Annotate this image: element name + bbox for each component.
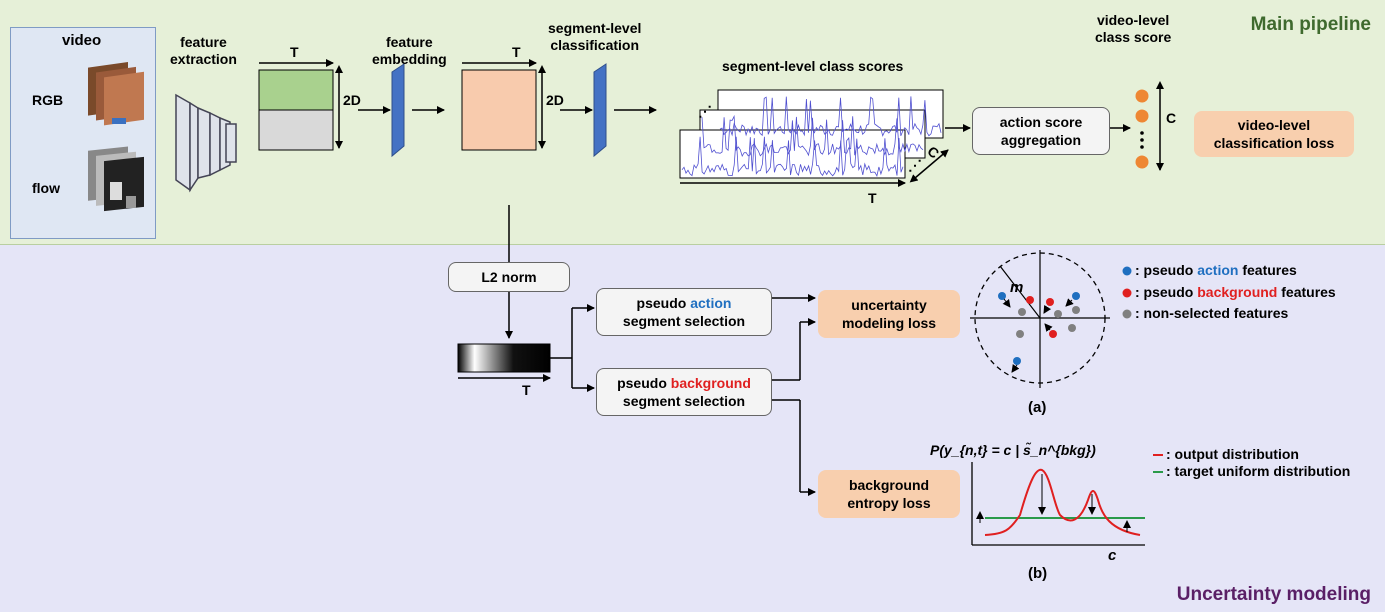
figure-a-caption: (a): [1028, 399, 1046, 416]
video-level-classification-loss-box: video-level classification loss: [1194, 111, 1354, 157]
background-keyword: background: [670, 375, 751, 391]
feature-extraction-label: feature extraction: [170, 34, 237, 67]
2d-label-2: 2D: [546, 92, 564, 108]
uncertainty-modeling-loss-box: uncertainty modeling loss: [818, 290, 960, 338]
main-pipeline-title: Main pipeline: [1250, 14, 1371, 35]
video-level-score-dots: [1135, 89, 1149, 169]
selection-suffix: segment selection: [622, 393, 746, 409]
figure-b-caption: (b): [1028, 565, 1047, 582]
legend-pseudo-background: : pseudo background features: [1135, 284, 1336, 300]
main-pipeline-panel: [0, 0, 1385, 245]
feature-embedding-label: feature embedding: [372, 34, 447, 67]
l2-norm-box: L2 norm: [448, 262, 570, 292]
rgb-label: RGB: [32, 92, 64, 108]
legend-output-distribution: : output distribution: [1166, 446, 1299, 462]
legend-target-uniform: : target uniform distribution: [1166, 463, 1351, 479]
action-keyword: action: [690, 295, 732, 311]
video-level-class-score-label: video-level class score: [1095, 12, 1172, 45]
distribution-figure-b: c (b) P(y_{n,t} = c | s̃_n^{bkg}): [930, 441, 1145, 582]
t-label-2: T: [512, 44, 521, 60]
rgb-frames-icon: [88, 62, 144, 126]
pseudo-prefix: pseudo: [617, 375, 671, 391]
x-axis-label: c: [1108, 547, 1117, 564]
feature-space-figure-a: m (a): [970, 250, 1110, 416]
pseudo-background-selection-box: pseudo background segment selection: [596, 368, 772, 416]
2d-label-1: 2D: [343, 92, 361, 108]
video-label: video: [62, 32, 102, 49]
flow-label: flow: [32, 180, 60, 196]
segment-level-classification-label: segment-level classification: [548, 20, 642, 53]
pseudo-prefix: pseudo: [636, 295, 691, 311]
feature-extractor-icon: [175, 93, 237, 193]
segment-score-plots: ⋰ ⋰: [679, 89, 944, 179]
t-label-1: T: [290, 44, 299, 60]
legend-non-selected: : non-selected features: [1135, 305, 1289, 321]
pseudo-action-selection-box: pseudo action segment selection: [596, 288, 772, 336]
legend-pseudo-action: : pseudo action features: [1135, 262, 1297, 278]
segment-level-class-scores-label: segment-level class scores: [722, 58, 904, 74]
svg-text:⋰: ⋰: [698, 103, 712, 119]
action-score-aggregation-box: action score aggregation: [972, 107, 1110, 155]
svg-text:⋰: ⋰: [908, 157, 922, 173]
flow-frames-icon: [88, 146, 144, 212]
margin-symbol: m: [1010, 279, 1023, 296]
background-entropy-loss-box: background entropy loss: [818, 470, 960, 518]
t-label-4: T: [522, 382, 531, 398]
t-label-3: T: [868, 190, 877, 206]
c-label-2: C: [1166, 110, 1177, 126]
selection-suffix: segment selection: [622, 313, 746, 329]
uncertainty-modeling-title: Uncertainty modeling: [1176, 584, 1371, 605]
y-axis-label: P(y_{n,t} = c | s̃_n^{bkg}): [930, 441, 1096, 458]
